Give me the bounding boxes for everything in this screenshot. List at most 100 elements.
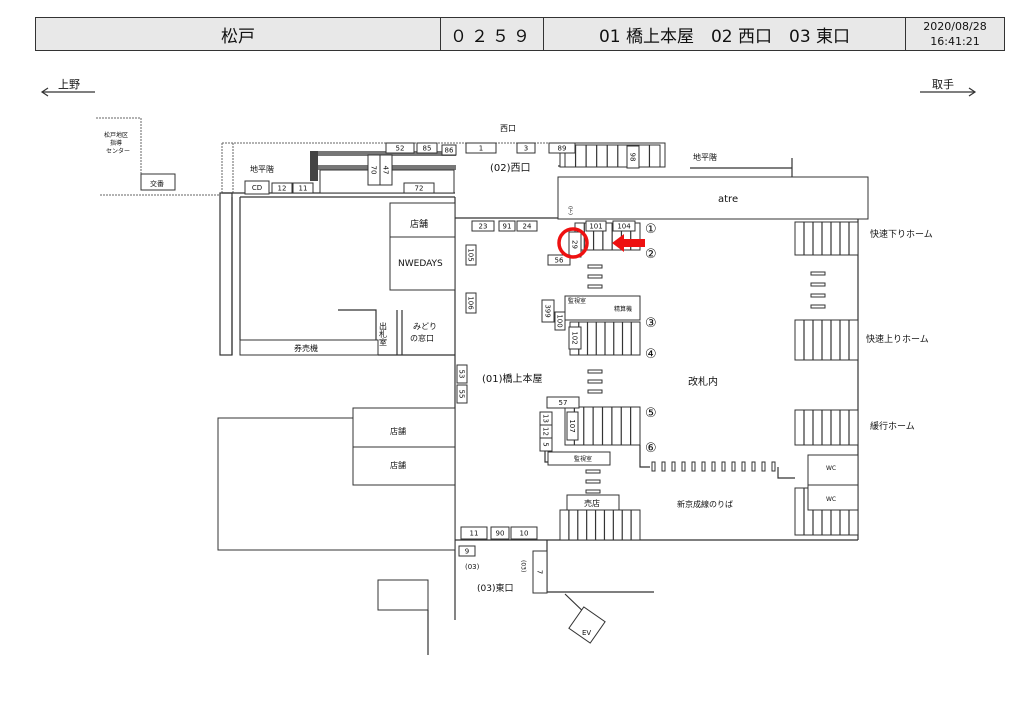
staircase [569, 321, 641, 356]
walkway-mark [771, 461, 776, 472]
guidance-center: 交番 松戸地区 指導 センター [96, 117, 220, 196]
staircase [794, 409, 859, 446]
location-box: 399 [541, 299, 555, 323]
location-box-label: 52 [396, 145, 405, 153]
location-box: 47 [379, 154, 393, 186]
location-box-label: 85 [423, 145, 432, 153]
svg-text:精算機: 精算機 [614, 305, 632, 313]
location-box-label: 86 [445, 147, 454, 155]
svg-text:上野: 上野 [58, 78, 80, 91]
walkway-mark [587, 389, 603, 394]
walkway-mark [661, 461, 666, 472]
date: 2020/08/28 [923, 20, 987, 33]
monitor-box [547, 451, 611, 466]
location-box: 9 [458, 545, 476, 557]
location-box: 106 [465, 292, 477, 314]
walkway-mark [691, 461, 696, 472]
svg-text:NWEDAYS: NWEDAYS [398, 259, 443, 269]
location-box-label: 399 [544, 304, 552, 317]
walkway-mark [587, 369, 603, 374]
walkway-mark [810, 282, 826, 287]
svg-text:(03): (03) [520, 560, 527, 572]
walkway-mark [810, 293, 826, 298]
svg-text:(02)西口: (02)西口 [490, 163, 531, 174]
station-name: 松戸 [36, 18, 441, 50]
location-box: 56 [547, 254, 571, 266]
location-box: 10 [510, 526, 538, 540]
svg-text:地平階: 地平階 [250, 164, 274, 174]
platform-number: ① [645, 222, 657, 237]
walkway-mark [585, 489, 601, 494]
walkway-mark [741, 461, 746, 472]
location-box: 12 [539, 424, 553, 439]
svg-text:地平階: 地平階 [693, 152, 717, 162]
location-box: 85 [416, 142, 438, 154]
walkway-mark [731, 461, 736, 472]
walkway-mark [810, 304, 826, 309]
wc-box [807, 454, 859, 486]
exit-list: 01 橋上本屋 02 西口 03 東口 [544, 18, 906, 50]
location-box: 91 [498, 220, 516, 232]
labels: 西口 (02)西口 地平階 地平階 atre 店舗 NWEDAYS 出札室 みど… [250, 124, 933, 637]
walkway-mark [587, 379, 603, 384]
staircase [794, 221, 859, 256]
platform-number: ③ [645, 316, 657, 331]
location-box: 86 [441, 144, 457, 156]
location-marker-circle [557, 227, 589, 259]
svg-text:の窓口: の窓口 [410, 333, 434, 343]
svg-text:西口: 西口 [500, 124, 516, 133]
location-box-label: 3 [524, 145, 528, 153]
walkway-mark [585, 479, 601, 484]
location-box-label: 47 [382, 166, 390, 175]
location-box: 12 [271, 182, 293, 194]
location-box: 53 [456, 364, 468, 384]
walkway-mark [587, 284, 603, 289]
shop-box [389, 202, 456, 238]
svg-text:(03)東口: (03)東口 [477, 582, 513, 594]
walkway-mark [587, 274, 603, 279]
location-box-label: 13 [542, 414, 550, 423]
svg-text:(01)橋上本屋: (01)橋上本屋 [482, 372, 543, 385]
location-box-label: 9 [465, 548, 469, 556]
kiosk-box [566, 494, 620, 511]
location-box: 5 [539, 437, 553, 452]
direction-right: 取手 [920, 77, 977, 97]
location-box-label: 11 [470, 530, 479, 538]
location-box-label: 55 [458, 390, 466, 399]
wc-box [807, 484, 859, 511]
walkways [585, 264, 826, 494]
location-box: 101 [585, 220, 607, 232]
location-box-label: 105 [467, 248, 475, 261]
location-box-label: 70 [370, 166, 378, 175]
svg-text:取手: 取手 [932, 77, 954, 91]
direction-left: 上野 [40, 78, 95, 97]
location-box-label: 100 [556, 314, 564, 327]
location-box: 90 [490, 526, 510, 540]
svg-text:店舗: 店舗 [410, 218, 428, 230]
location-box-label: 102 [571, 331, 579, 344]
staircase [564, 144, 661, 168]
location-box: 3 [516, 142, 536, 154]
location-box-label: 56 [555, 257, 564, 265]
svg-text:指導: 指導 [110, 139, 122, 147]
platform-number: ② [645, 247, 657, 262]
location-box-label: 98 [629, 153, 637, 162]
location-box-label: 90 [496, 530, 505, 538]
location-box-label: 24 [523, 223, 532, 231]
svg-text:(03): (03) [465, 563, 480, 571]
location-box-label: 107 [568, 419, 576, 432]
svg-text:売店: 売店 [584, 498, 600, 508]
location-box-label: 101 [589, 223, 602, 231]
svg-text:緩行ホーム: 緩行ホーム [870, 420, 915, 432]
location-box: 1 [465, 142, 497, 154]
platform-number: ④ [645, 347, 657, 362]
location-box-label: 10 [520, 530, 529, 538]
location-box-label: CD [252, 184, 262, 192]
location-box: 70 [367, 154, 381, 186]
location-box: 11 [292, 182, 314, 194]
walkway-mark [751, 461, 756, 472]
location-box-label: 53 [458, 370, 466, 379]
